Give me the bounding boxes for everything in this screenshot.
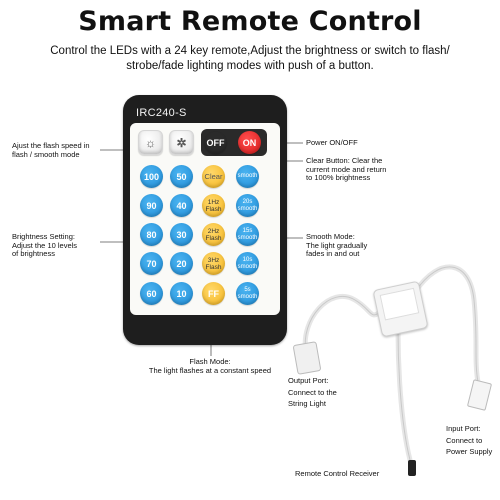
output-port-annotation: Output Port: Connect to the String Light	[288, 376, 337, 409]
annotation-line: Input Port:	[446, 424, 481, 433]
clear-button[interactable]: Clear	[202, 165, 225, 188]
subtitle: Control the LEDs with a 24 key remote,Ad…	[30, 44, 470, 74]
receiver-sticker	[379, 287, 420, 321]
flash-mode-annotation: Flash Mode: The light flashes at a const…	[120, 357, 300, 375]
smooth-20s-button[interactable]: 20s smooth	[236, 194, 259, 217]
flash-speed-up-button[interactable]: ☼	[138, 130, 163, 155]
brightness-50-button[interactable]: 50	[170, 165, 193, 188]
subtitle-line-2: strobe/fade lighting modes with push of …	[126, 60, 374, 72]
annotation-line: Ajust the flash speed in	[12, 141, 90, 150]
ir-receiver-tip-icon	[408, 460, 416, 476]
smooth-10s-button[interactable]: 10s smooth	[236, 252, 259, 275]
off-button[interactable]: OFF	[204, 131, 227, 154]
annotation-line: of brightness	[12, 249, 55, 258]
brightness-sun-small-icon: ✲	[176, 135, 187, 150]
subtitle-line-1: Control the LEDs with a 24 key remote,Ad…	[50, 45, 450, 57]
brightness-80-button[interactable]: 80	[140, 223, 163, 246]
annotation-line: Output Port:	[288, 376, 329, 385]
smooth-15s-button[interactable]: 15s smooth	[236, 223, 259, 246]
flash-speed-annotation: Ajust the flash speed in flash / smooth …	[12, 141, 90, 159]
annotation-line: Power ON/OFF	[306, 138, 358, 147]
flash-speed-down-button[interactable]: ✲	[169, 130, 194, 155]
clear-annotation: Clear Button: Clear the current mode and…	[306, 156, 387, 183]
receiver-caption: Remote Control Receiver	[295, 469, 380, 478]
annotation-line: Smooth Mode:	[306, 232, 355, 241]
brightness-100-button[interactable]: 100	[140, 165, 163, 188]
annotation-line: fades in and out	[306, 249, 360, 258]
brightness-60-button[interactable]: 60	[140, 282, 163, 305]
brightness-sun-icon: ☼	[145, 135, 156, 150]
flash-1hz-button[interactable]: 1Hz Flash	[202, 194, 225, 217]
on-button[interactable]: ON	[238, 131, 261, 154]
annotation-line: flash / smooth mode	[12, 149, 80, 159]
brightness-70-button[interactable]: 70	[140, 252, 163, 275]
annotation-line: to 100% brightness	[306, 173, 371, 182]
page-title: Smart Remote Control	[78, 6, 422, 37]
annotation-line: Brightness Setting:	[12, 232, 75, 241]
smooth-5s-button[interactable]: 5s smooth	[236, 282, 259, 305]
annotation-line: String Light	[288, 399, 326, 408]
annotation-line: Connect to the	[288, 387, 337, 397]
brightness-20-button[interactable]: 20	[170, 252, 193, 275]
ff-button[interactable]: FF	[202, 282, 225, 305]
brightness-annotation: Brightness Setting: Adjust the 10 levels…	[12, 232, 78, 259]
annotation-line: Adjust the 10 levels	[12, 240, 78, 250]
brightness-10-button[interactable]: 10	[170, 282, 193, 305]
flash-2hz-button[interactable]: 2Hz Flash	[202, 223, 225, 246]
power-annotation: Power ON/OFF	[306, 138, 358, 148]
annotation-line: Flash Mode:	[189, 357, 231, 366]
flash-3hz-button[interactable]: 3Hz Flash	[202, 252, 225, 275]
brightness-90-button[interactable]: 90	[140, 194, 163, 217]
annotation-line: Power Supply	[446, 447, 493, 456]
brightness-30-button[interactable]: 30	[170, 223, 193, 246]
usb-female-connector-icon	[292, 341, 322, 375]
annotation-line: The light gradually	[306, 240, 368, 250]
remote-model-label: IRC240-S	[136, 107, 187, 119]
receiver-box	[372, 280, 429, 338]
annotation-line: current mode and return	[306, 164, 387, 174]
annotation-line: The light flashes at a constant speed	[148, 365, 272, 375]
input-port-annotation: Input Port: Connect to Power Supply	[446, 424, 493, 457]
annotation-line: Clear Button: Clear the	[306, 156, 383, 165]
smooth-annotation: Smooth Mode: The light gradually fades i…	[306, 232, 368, 259]
brightness-40-button[interactable]: 40	[170, 194, 193, 217]
annotation-line: Connect to	[446, 435, 483, 445]
smooth-button[interactable]: smooth	[236, 165, 259, 188]
